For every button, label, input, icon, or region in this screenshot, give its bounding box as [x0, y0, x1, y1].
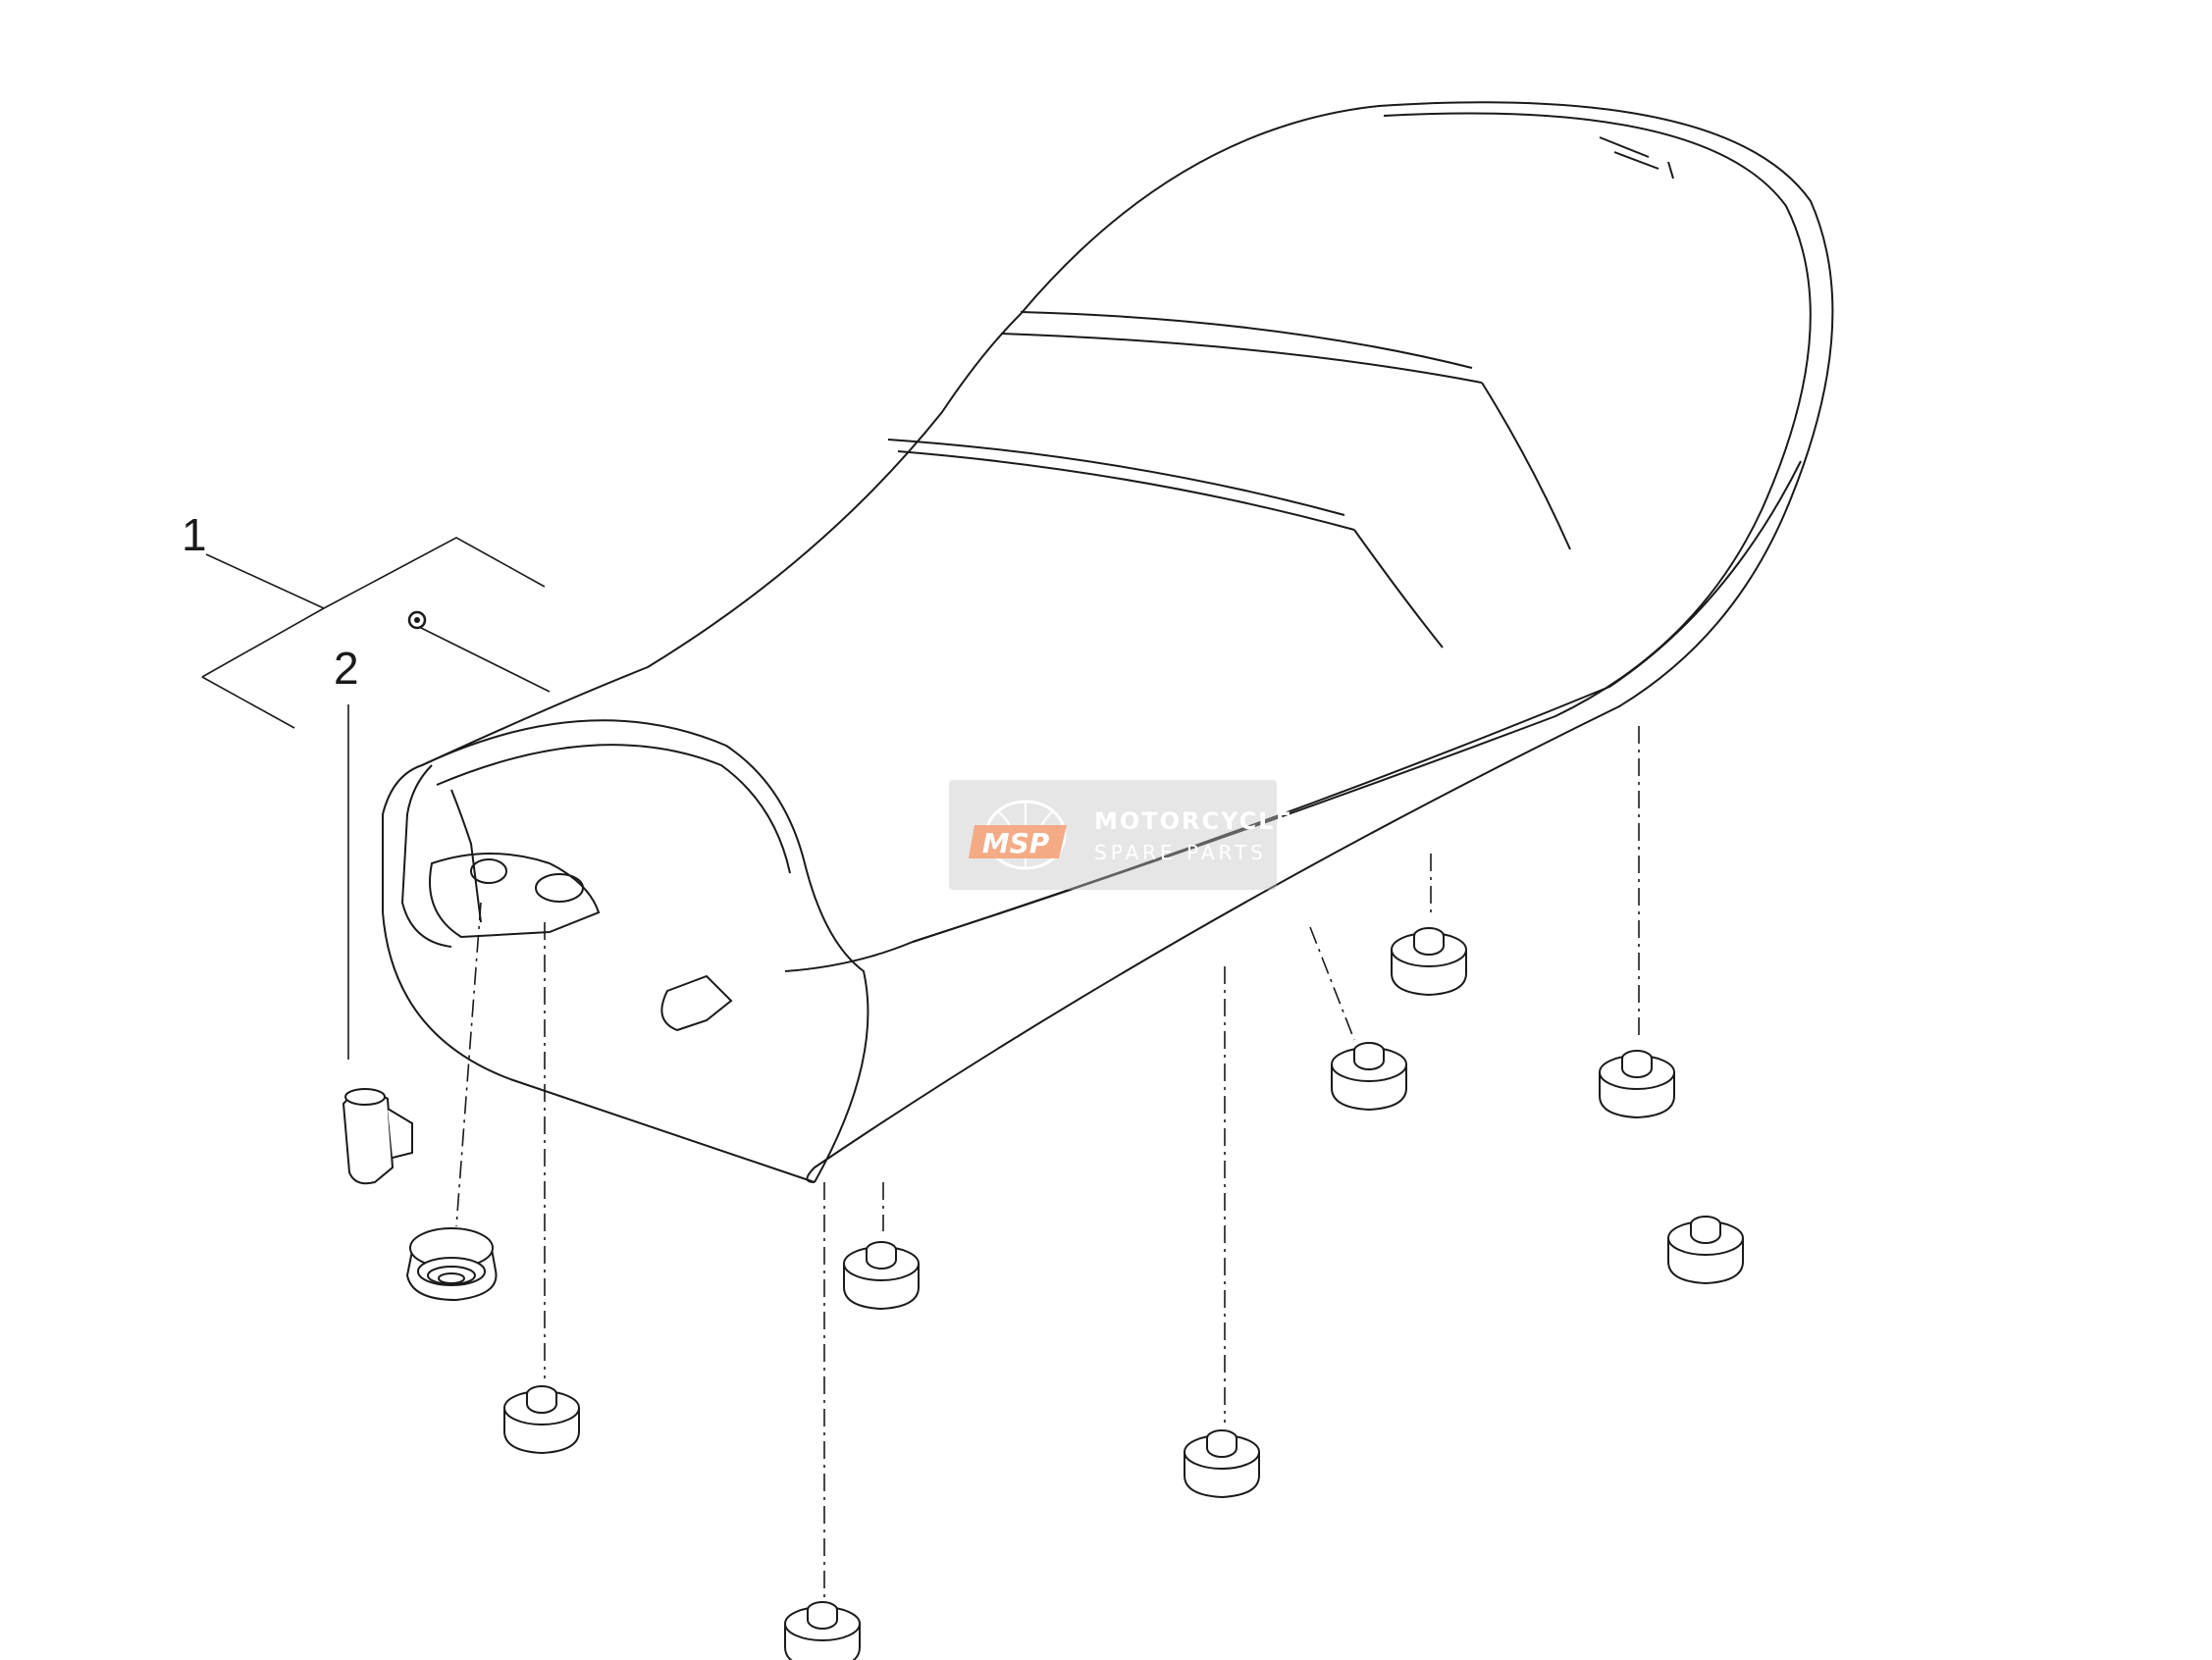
watermark-line-1: MOTORCYCLE	[1094, 807, 1293, 835]
callout-leaders	[201, 537, 551, 1060]
watermark-logo-text: MSP	[982, 827, 1050, 859]
grommet-7	[1599, 1050, 1675, 1118]
seat-rear-hump	[421, 719, 869, 1183]
grommet-1	[503, 1385, 580, 1454]
callout-label-1: 1	[182, 509, 207, 560]
grommet-5	[1331, 1042, 1407, 1111]
callout-label-2: 2	[334, 643, 359, 694]
grommet-4	[1184, 1429, 1260, 1498]
watermark-line-2: SPARE PARTS	[1094, 841, 1267, 864]
assembly-lines	[455, 726, 1640, 1599]
grommets	[503, 927, 1744, 1660]
seat-piping	[784, 112, 1812, 972]
part-2-bumper	[342, 1088, 413, 1185]
msp-globe-logo-icon: MSP	[969, 800, 1067, 870]
grommet-3	[843, 1241, 920, 1310]
small-nut	[407, 610, 427, 630]
grommet-6	[1391, 927, 1467, 996]
watermark: MSP MOTORCYCLE SPARE PARTS	[949, 780, 1291, 890]
seat-outline	[382, 101, 1834, 1183]
seat	[382, 101, 1834, 1183]
ribbed-bumper	[405, 1227, 498, 1302]
grommet-8	[1667, 1216, 1744, 1284]
grommet-2	[784, 1601, 861, 1660]
